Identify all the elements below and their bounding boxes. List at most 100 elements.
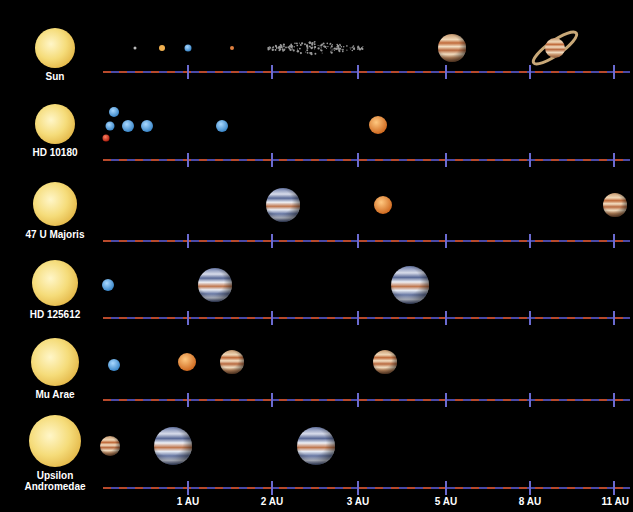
star-name: Upsilon Andromedae [15, 470, 95, 492]
asteroid [342, 51, 343, 52]
asteroid [339, 51, 341, 53]
asteroid [333, 48, 334, 49]
asteroid [307, 52, 309, 54]
star-name: Mu Arae [35, 389, 74, 400]
axis-dash [103, 317, 630, 319]
asteroid [283, 46, 285, 48]
asteroid [273, 46, 275, 48]
asteroid [296, 45, 298, 47]
asteroid [290, 49, 291, 50]
asteroid [331, 46, 333, 48]
asteroid [276, 46, 278, 48]
axis-dash [103, 240, 630, 242]
asteroid [341, 49, 342, 50]
star-node: Upsilon Andromedae [15, 415, 95, 492]
asteroid [290, 45, 292, 47]
star-node: Mu Arae [10, 338, 100, 400]
asteroid [309, 52, 311, 54]
asteroid [285, 47, 287, 49]
asteroid [331, 50, 332, 51]
asteroid [332, 44, 333, 45]
asteroid [314, 43, 316, 45]
axis-dash [103, 71, 630, 73]
axis-line [103, 159, 630, 161]
axis-tick [445, 153, 447, 167]
asteroid [343, 46, 345, 48]
axis-tick [445, 311, 447, 325]
axis-tick [271, 65, 273, 79]
asteroid [289, 46, 291, 48]
star-disc [29, 415, 81, 467]
distance-label: 11 AU [602, 496, 629, 507]
axis-tick [529, 65, 531, 79]
asteroid [318, 45, 319, 46]
axis-tick [613, 481, 615, 495]
asteroid [336, 46, 337, 47]
axis-tick [357, 481, 359, 495]
asteroid [357, 45, 358, 46]
asteroid [346, 45, 347, 46]
asteroid [300, 52, 302, 54]
asteroid [269, 46, 270, 47]
asteroid [337, 45, 339, 47]
asteroid [275, 49, 277, 51]
asteroid [309, 41, 311, 43]
axis-tick [357, 234, 359, 248]
asteroid [314, 41, 316, 43]
asteroid [330, 43, 332, 45]
axis-tick [187, 311, 189, 325]
asteroid [276, 47, 277, 48]
asteroid [267, 49, 269, 51]
asteroid [330, 47, 331, 48]
asteroid [314, 46, 316, 48]
asteroid [361, 48, 363, 50]
asteroid [311, 47, 313, 49]
asteroid [279, 48, 281, 50]
axis-tick [445, 65, 447, 79]
asteroid [280, 44, 282, 46]
asteroid [276, 47, 277, 48]
asteroid [292, 48, 294, 50]
asteroid [332, 49, 333, 50]
asteroid [357, 48, 359, 50]
asteroid [275, 49, 276, 50]
axis-tick [271, 481, 273, 495]
star-name: 47 U Majoris [26, 229, 85, 240]
asteroid [270, 47, 271, 48]
axis-tick [529, 393, 531, 407]
axis-tick [529, 481, 531, 495]
asteroid [359, 48, 361, 50]
asteroid [314, 53, 316, 55]
axis-tick [613, 65, 615, 79]
asteroid [342, 49, 343, 50]
asteroid [306, 46, 308, 48]
asteroid [329, 44, 330, 45]
asteroid [362, 46, 363, 47]
axis-line [103, 240, 630, 242]
asteroid [300, 44, 302, 46]
asteroid [290, 49, 292, 51]
distance-label: 1 AU [177, 496, 199, 507]
asteroid [327, 43, 329, 45]
asteroid [314, 48, 315, 49]
star-node: HD 10180 [10, 104, 100, 158]
axis-tick [271, 311, 273, 325]
asteroid [280, 46, 282, 48]
axis-tick [187, 234, 189, 248]
asteroid [359, 48, 361, 50]
asteroid [339, 45, 340, 46]
asteroid [336, 44, 338, 46]
axis-line [103, 399, 630, 401]
asteroid [312, 46, 314, 48]
asteroid [268, 48, 270, 50]
distance-label: 2 AU [261, 496, 283, 507]
axis-tick [357, 311, 359, 325]
star-disc [35, 104, 75, 144]
asteroid [297, 50, 299, 52]
axis-dash [103, 399, 630, 401]
axis-line [103, 487, 630, 489]
asteroid [314, 46, 316, 48]
asteroid [272, 47, 274, 49]
axis-tick [187, 153, 189, 167]
